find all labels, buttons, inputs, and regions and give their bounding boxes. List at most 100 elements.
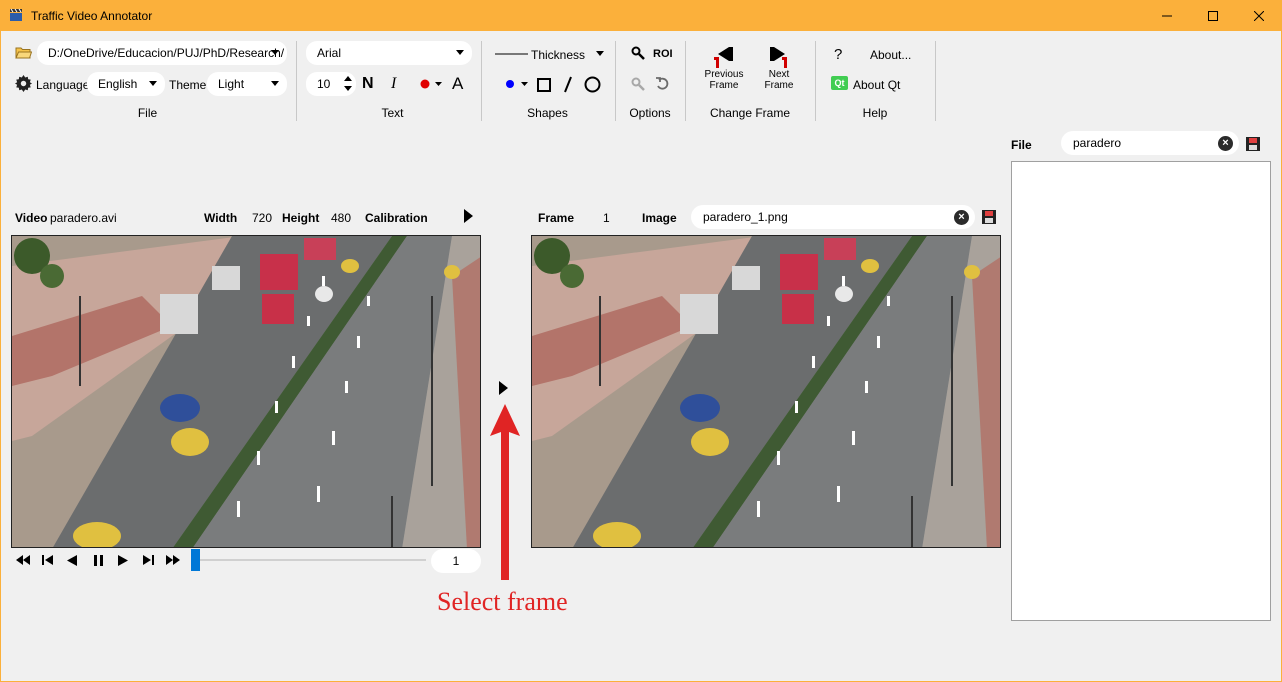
play-icon[interactable] xyxy=(114,552,132,568)
theme-label: Theme xyxy=(169,78,207,92)
video-seek-track[interactable] xyxy=(194,559,426,561)
ellipse-tool-icon[interactable] xyxy=(584,76,601,93)
video-view[interactable] xyxy=(11,235,481,548)
file-search-value: paradero xyxy=(1073,136,1122,150)
select-frame-annotation: Select frame xyxy=(437,587,568,616)
image-view[interactable] xyxy=(531,235,1001,548)
select-frame-arrow-icon xyxy=(490,404,520,580)
previous-frame-button[interactable]: Previous Frame xyxy=(700,42,748,94)
font-combo[interactable]: Arial xyxy=(306,41,472,65)
qt-logo-icon: Qt xyxy=(831,76,848,90)
toolbar-divider xyxy=(481,41,482,121)
video-label: Video xyxy=(15,211,48,225)
image-name-input[interactable]: paradero_1.png xyxy=(691,205,975,229)
magnifier-icon[interactable] xyxy=(630,45,646,61)
play-reverse-icon[interactable] xyxy=(63,552,81,568)
file-list[interactable] xyxy=(1011,161,1271,621)
frame-number-value: 1 xyxy=(452,554,460,568)
text-group-label: Text xyxy=(381,106,404,120)
thickness-label: Thickness xyxy=(531,48,586,62)
roi-button[interactable]: ROI xyxy=(653,48,673,60)
language-value: English xyxy=(98,77,138,91)
thickness-combo[interactable]: Thickness xyxy=(494,47,610,62)
pause-icon[interactable] xyxy=(89,552,107,568)
theme-combo[interactable]: Light xyxy=(207,72,287,96)
rectangle-tool-icon[interactable] xyxy=(536,77,551,92)
file-group-label: File xyxy=(137,106,158,120)
video-frame-image xyxy=(12,236,480,547)
next-label-2: Frame xyxy=(764,80,794,91)
step-back-icon[interactable] xyxy=(39,552,57,568)
theme-value: Light xyxy=(218,77,245,91)
next-label-1: Next xyxy=(768,69,790,80)
width-value: 720 xyxy=(252,211,273,225)
previous-frame-icon xyxy=(714,47,733,68)
font-size-spinbox[interactable]: 10 xyxy=(306,72,356,96)
chevron-down-icon xyxy=(456,50,464,55)
line-tool-icon[interactable] xyxy=(562,76,574,93)
about-button[interactable]: About... xyxy=(870,48,912,62)
toolbar-divider xyxy=(296,41,297,121)
file-search-input[interactable]: paradero xyxy=(1061,131,1239,155)
width-label: Width xyxy=(204,211,238,225)
toolbar-divider xyxy=(615,41,616,121)
about-qt-button[interactable]: About Qt xyxy=(853,78,901,92)
previous-label-2: Frame xyxy=(709,80,739,91)
frame-number-field[interactable]: 1 xyxy=(431,549,481,573)
toolbar-divider xyxy=(935,41,936,121)
save-image-icon[interactable] xyxy=(981,209,997,225)
close-button[interactable] xyxy=(1236,0,1282,31)
italic-button[interactable]: I xyxy=(391,75,397,92)
minimize-icon xyxy=(1162,15,1172,16)
video-name: paradero.avi xyxy=(50,211,117,225)
change-frame-group-label: Change Frame xyxy=(709,106,791,120)
image-name-value: paradero_1.png xyxy=(703,210,788,224)
language-label: Language xyxy=(36,78,90,92)
height-value: 480 xyxy=(331,211,352,225)
next-frame-icon xyxy=(770,47,787,68)
frame-label: Frame xyxy=(538,211,575,225)
zoom-disabled-icon[interactable] xyxy=(630,76,646,92)
window-title: Traffic Video Annotator xyxy=(31,9,153,23)
close-icon xyxy=(1254,10,1264,21)
maximize-icon xyxy=(1208,10,1218,21)
open-folder-icon[interactable] xyxy=(14,45,32,61)
font-color-button[interactable]: A xyxy=(452,74,464,93)
frame-value: 1 xyxy=(603,211,610,225)
toolbar-divider xyxy=(685,41,686,121)
chevron-down-icon xyxy=(149,81,157,86)
image-label: Image xyxy=(642,211,677,225)
bold-button[interactable]: N xyxy=(362,75,374,92)
clear-image-icon[interactable]: × xyxy=(954,210,969,225)
previous-label-1: Previous xyxy=(704,69,744,80)
clear-search-icon[interactable]: × xyxy=(1218,136,1233,151)
gear-icon[interactable] xyxy=(14,74,32,92)
step-forward-icon[interactable] xyxy=(139,552,157,568)
video-seek-handle[interactable] xyxy=(191,549,200,571)
help-icon[interactable]: ? xyxy=(834,46,843,63)
toolbar-divider xyxy=(815,41,816,121)
title-bar: Traffic Video Annotator xyxy=(0,0,1282,31)
text-color-button[interactable] xyxy=(418,77,446,91)
calibration-play-icon[interactable] xyxy=(462,208,474,224)
language-combo[interactable]: English xyxy=(87,72,165,96)
copy-frame-arrow-icon[interactable] xyxy=(497,380,509,396)
fast-rewind-icon[interactable] xyxy=(14,552,32,568)
fast-forward-icon[interactable] xyxy=(164,552,182,568)
font-value: Arial xyxy=(317,46,342,60)
save-list-icon[interactable] xyxy=(1245,136,1261,152)
shapes-group-label: Shapes xyxy=(527,106,568,120)
minimize-button[interactable] xyxy=(1144,0,1190,31)
spin-arrows-icon[interactable] xyxy=(343,73,353,95)
clapperboard-icon xyxy=(10,8,22,21)
next-frame-button[interactable]: Next Frame xyxy=(756,42,802,94)
maximize-button[interactable] xyxy=(1190,0,1236,31)
chevron-down-icon xyxy=(271,50,279,55)
shape-color-button[interactable] xyxy=(503,77,531,91)
height-label: Height xyxy=(282,211,320,225)
path-combo[interactable]: D:/OneDrive/Educacion/PUJ/PhD/Research/ xyxy=(37,41,287,65)
help-group-label: Help xyxy=(862,106,888,120)
file-label: File xyxy=(1011,138,1032,152)
undo-icon[interactable] xyxy=(654,75,670,91)
font-size-value: 10 xyxy=(317,77,331,91)
